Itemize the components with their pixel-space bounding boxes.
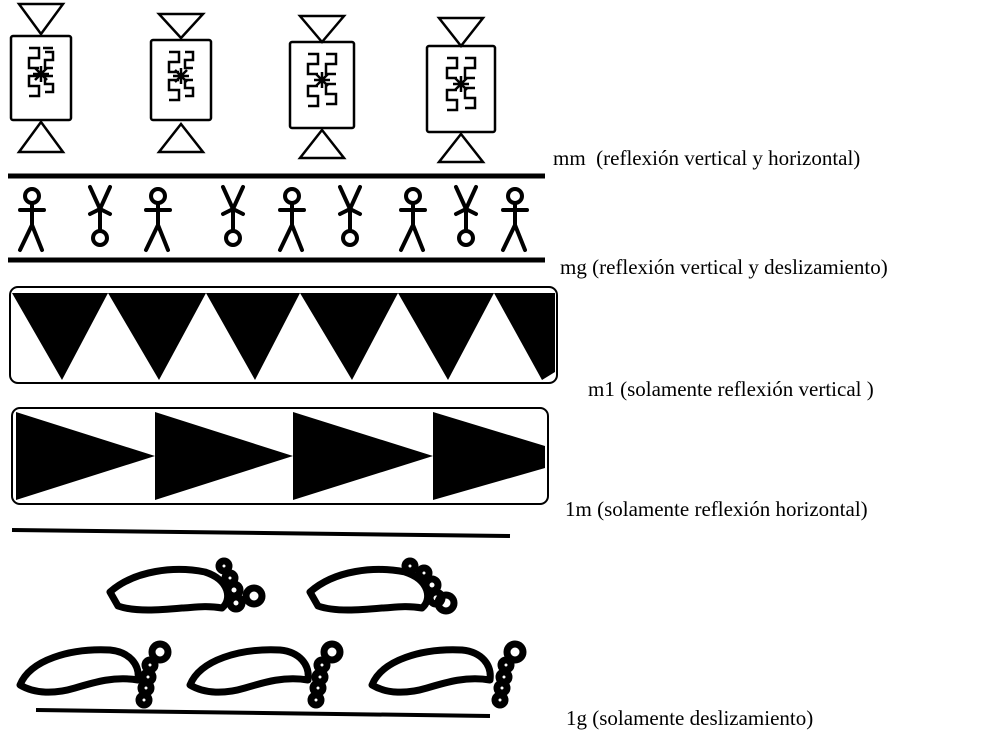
mg-figure-up-5 <box>501 187 529 252</box>
frieze-1m <box>11 407 549 505</box>
frieze-1g <box>11 528 527 718</box>
footprint-lower-3 <box>368 640 527 709</box>
label-1m: 1m (solamente reflexión horizontal) <box>565 497 868 521</box>
mg-figure-up-4 <box>399 187 427 252</box>
label-mm: mm (reflexión vertical y horizontal) <box>553 146 861 170</box>
mg-figure-down-3 <box>338 185 362 247</box>
mm-motif-1 <box>9 2 73 154</box>
mg-figure-down-2 <box>221 185 245 247</box>
frieze-mg <box>8 173 545 263</box>
label-m1: m1 (solamente reflexión vertical ) <box>588 377 874 401</box>
mg-figure-up-3 <box>278 187 306 252</box>
1g-bottom-border <box>35 708 491 718</box>
mg-figure-up-1 <box>18 187 46 252</box>
mg-figure-up-2 <box>144 187 172 252</box>
label-mg: mg (reflexión vertical y deslizamiento) <box>560 255 888 279</box>
frieze-mm <box>9 2 497 164</box>
label-1g: 1g (solamente deslizamiento) <box>566 706 814 730</box>
mm-motif-4 <box>425 16 497 164</box>
1g-top-border <box>11 528 511 538</box>
footprint-upper-1 <box>106 557 266 614</box>
mm-motif-2 <box>149 12 213 154</box>
frieze-m1 <box>9 286 558 384</box>
mg-figure-down-4 <box>454 185 478 247</box>
footprint-lower-2 <box>186 640 344 709</box>
footprint-upper-2 <box>306 557 458 615</box>
mm-motif-3 <box>288 14 356 160</box>
mg-figure-down-1 <box>88 185 112 247</box>
footprint-lower-1 <box>16 640 172 709</box>
